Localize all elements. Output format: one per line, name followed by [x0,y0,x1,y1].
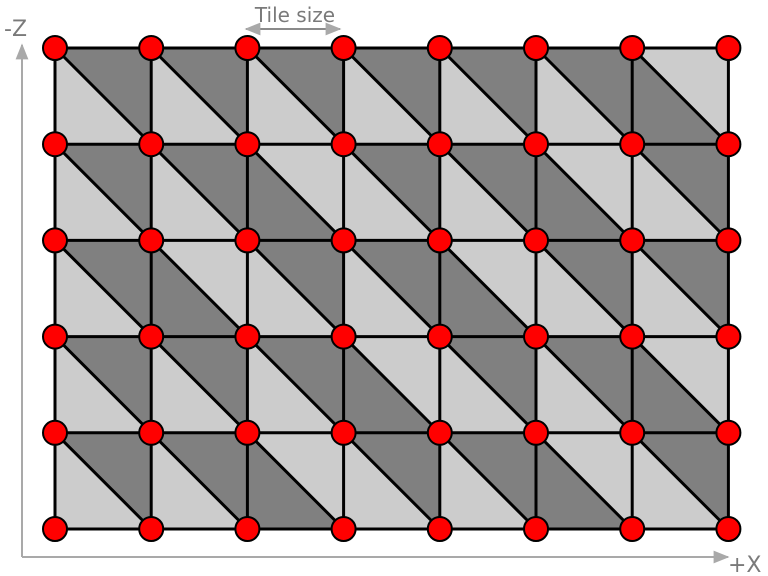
grid-vertex [234,323,261,350]
tile-diagonal-edge [246,239,345,338]
grid-vertex [42,323,68,350]
tile-diagonal-edge [246,431,345,531]
tile-diagonal-edge [631,143,730,242]
grid-vertex [234,131,261,158]
grid-vertex [330,227,357,254]
grid-vertex [619,516,646,542]
grid-vertex [523,35,549,61]
tile-diagonal-edge [246,46,345,146]
grid-vertex [42,131,68,158]
grid-vertex [426,227,453,254]
tile-diagonal-edge [342,143,441,242]
grid-vertex [138,419,165,446]
tile-diagonal-edge [246,143,345,242]
grid-vertex [619,227,646,254]
tile-diagonal-edge [438,46,538,146]
tile-diagonal-edge [150,335,249,434]
grid-vertex [330,516,357,542]
tile-diagonal-edge [342,335,441,434]
tile-diagonal-edge [438,335,538,434]
tile-diagonal-edge [150,431,249,531]
tile-diagonal-edge [534,239,634,338]
grid-vertex [138,227,165,254]
tile-diagonal-edge [631,335,730,434]
grid-vertex [523,419,549,446]
tile-diagonal-edge [342,431,441,531]
grid-vertex [426,323,453,350]
grid-vertex [715,227,742,254]
grid-vertex [619,419,646,446]
grid-vertex [619,131,646,158]
grid-vertex [715,131,742,158]
tile-diagonal-edge [534,46,634,146]
tile-diagonal-edge [534,143,634,242]
tile-diagonal-edge [53,143,153,242]
grid-vertex [715,35,742,61]
tile-diagonal-edge [150,143,249,242]
vertex-layer [42,35,742,542]
grid-vertex [715,516,742,542]
tile-diagonal-edge [631,431,730,531]
tile-diagonal-edge [53,46,153,146]
grid-vertex [234,419,261,446]
grid-vertex [234,227,261,254]
z-axis-label: -Z [4,17,27,42]
grid-vertex [138,131,165,158]
tile-size-label: Tile size [254,3,335,27]
grid-vertex [138,323,165,350]
grid-vertex [138,516,165,542]
tile-diagonal-edge [534,335,634,434]
tile-diagonal-edge [342,239,441,338]
grid-vertex [523,227,549,254]
grid-vertex [426,516,453,542]
tile-diagonal-edge [342,46,441,146]
tile-diagonal-edge [534,431,634,531]
grid-vertex [234,516,261,542]
grid-vertex [330,131,357,158]
tile-diagonal-edge [631,239,730,338]
grid-vertex [523,323,549,350]
grid-vertex [42,35,68,61]
tile-diagonal-edge [631,46,730,146]
grid-vertex [330,35,357,61]
tile-diagonal-edge [53,431,153,531]
grid-vertex [715,323,742,350]
grid-vertex [426,35,453,61]
tile-diagonal-edge [150,46,249,146]
grid-vertex [426,419,453,446]
edge-layer [53,46,730,531]
grid-vertex [234,35,261,61]
grid-vertex [619,35,646,61]
grid-vertex [426,131,453,158]
grid-vertex [42,227,68,254]
grid-vertex [330,323,357,350]
tile-diagonal-edge [53,239,153,338]
grid-vertex [42,419,68,446]
tile-diagonal-edge [150,239,249,338]
grid-vertex [523,131,549,158]
grid-vertex [138,35,165,61]
grid-vertex [619,323,646,350]
grid-vertex [523,516,549,542]
grid-vertex [330,419,357,446]
tile-diagonal-edge [438,239,538,338]
grid-vertex [715,419,742,446]
grid-vertex [42,516,68,542]
tile-diagonal-edge [438,143,538,242]
tile-diagonal-edge [438,431,538,531]
tile-diagonal-edge [246,335,345,434]
x-axis-label: +X [728,553,762,576]
tile-diagonal-edge [53,335,153,434]
